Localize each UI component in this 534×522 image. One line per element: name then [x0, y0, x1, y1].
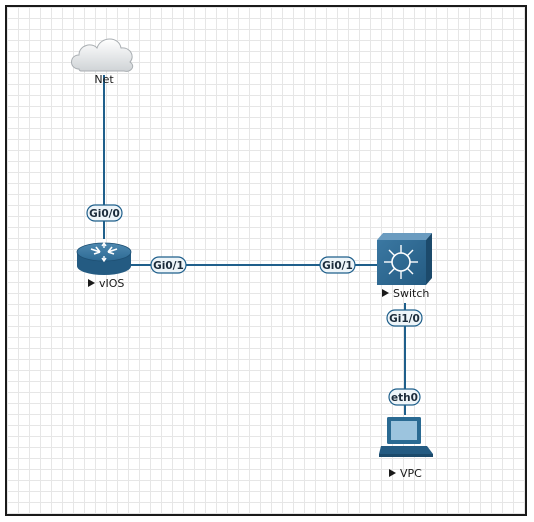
- port-label-text: Gi0/1: [322, 260, 353, 272]
- node-label-vios: vIOS: [99, 277, 124, 290]
- node-vios[interactable]: vIOS: [76, 241, 132, 290]
- port-label-switch-gi0-1[interactable]: Gi0/1: [319, 256, 356, 274]
- port-label-text: Gi0/1: [153, 260, 184, 272]
- port-label-text: Gi0/0: [89, 208, 120, 220]
- cloud-icon: [71, 38, 134, 72]
- running-indicator-icon: [88, 279, 95, 287]
- topology-diagram: Net vIOS Switch: [71, 38, 433, 480]
- pc-icon: [379, 417, 433, 457]
- running-indicator-icon: [389, 469, 396, 477]
- port-label-switch-gi1-0[interactable]: Gi1/0: [386, 309, 423, 327]
- node-label-vpc: VPC: [400, 467, 422, 480]
- topology-canvas[interactable]: Net vIOS Switch: [5, 5, 527, 516]
- running-indicator-icon: [382, 289, 389, 297]
- port-label-text: eth0: [391, 392, 418, 404]
- node-net[interactable]: Net: [71, 38, 134, 86]
- node-switch[interactable]: Switch: [377, 233, 432, 300]
- port-label-vpc-eth0[interactable]: eth0: [388, 388, 421, 406]
- multilayer-switch-icon: [377, 233, 432, 285]
- node-vpc[interactable]: VPC: [379, 417, 433, 480]
- router-icon: [76, 241, 132, 275]
- port-label-vios-gi0-0[interactable]: Gi0/0: [86, 204, 123, 222]
- port-label-vios-gi0-1[interactable]: Gi0/1: [150, 256, 187, 274]
- node-label-switch: Switch: [393, 287, 429, 300]
- node-label-net: Net: [94, 73, 114, 86]
- port-label-text: Gi1/0: [389, 313, 420, 325]
